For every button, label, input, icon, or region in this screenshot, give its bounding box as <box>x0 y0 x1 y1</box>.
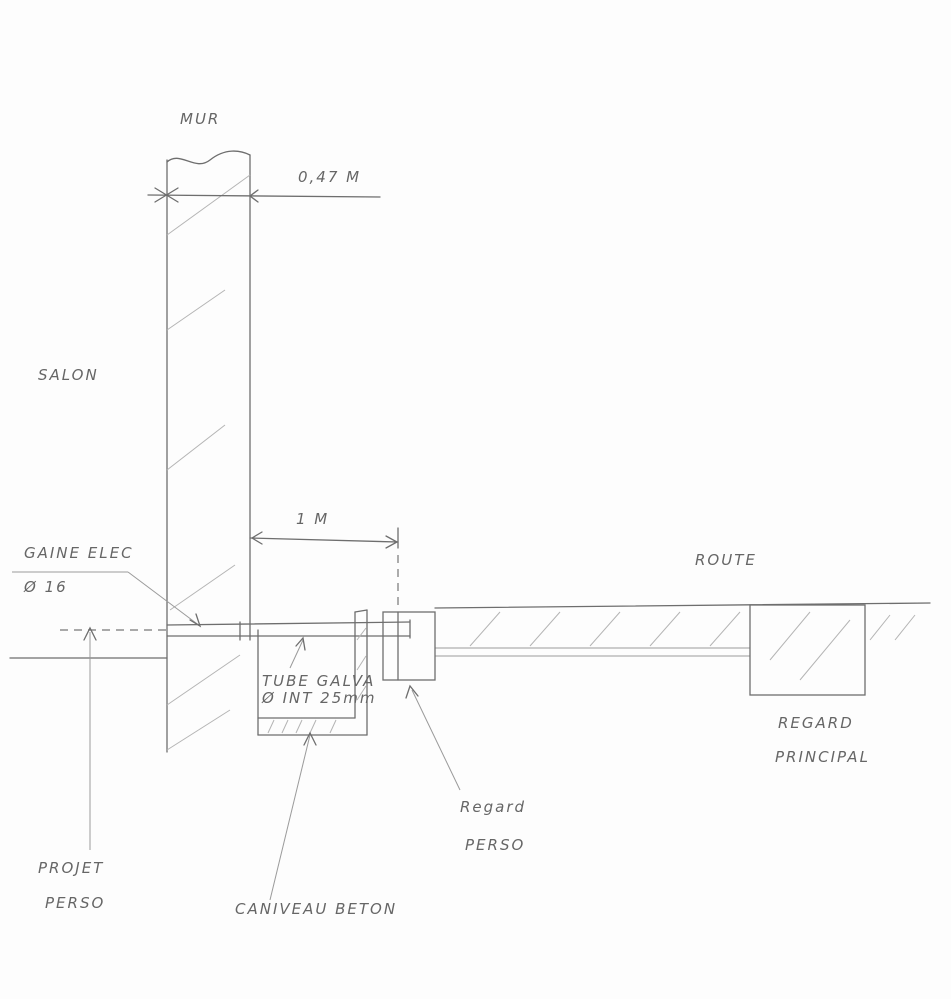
distance-label: 1 M <box>296 510 329 528</box>
project-label-2: PERSO <box>45 894 105 912</box>
own-manhole-label: Regard <box>460 798 526 816</box>
gutter-label: CANIVEAU BETON <box>235 900 397 918</box>
tube-diameter-label: Ø INT 25mm <box>261 689 376 707</box>
project-label: PROJET <box>38 859 104 877</box>
own-manhole-label-2: PERSO <box>465 836 525 854</box>
conduit-diameter-label: Ø 16 <box>23 578 68 596</box>
wall-label: MUR <box>180 110 220 128</box>
conduit-label: GAINE ELEC <box>24 544 134 562</box>
wall-thickness-dimension <box>147 187 381 203</box>
road-label: ROUTE <box>695 551 757 569</box>
living-room-label: SALON <box>38 366 99 384</box>
road <box>434 602 931 647</box>
main-manhole <box>749 604 866 696</box>
own-manhole <box>382 611 461 791</box>
wall-thickness-label: 0,47 M <box>298 168 361 186</box>
main-manhole-label-2: PRINCIPAL <box>775 748 870 766</box>
conduit-leader <box>12 571 202 628</box>
pipe <box>166 619 750 657</box>
tube-label: TUBE GALVA <box>262 672 375 690</box>
main-manhole-label: REGARD <box>778 714 854 732</box>
distance-dimension <box>249 527 399 610</box>
tube-arrow <box>289 636 306 669</box>
project-arrow <box>83 626 97 850</box>
concrete-gutter <box>257 609 368 901</box>
wall <box>166 150 251 753</box>
